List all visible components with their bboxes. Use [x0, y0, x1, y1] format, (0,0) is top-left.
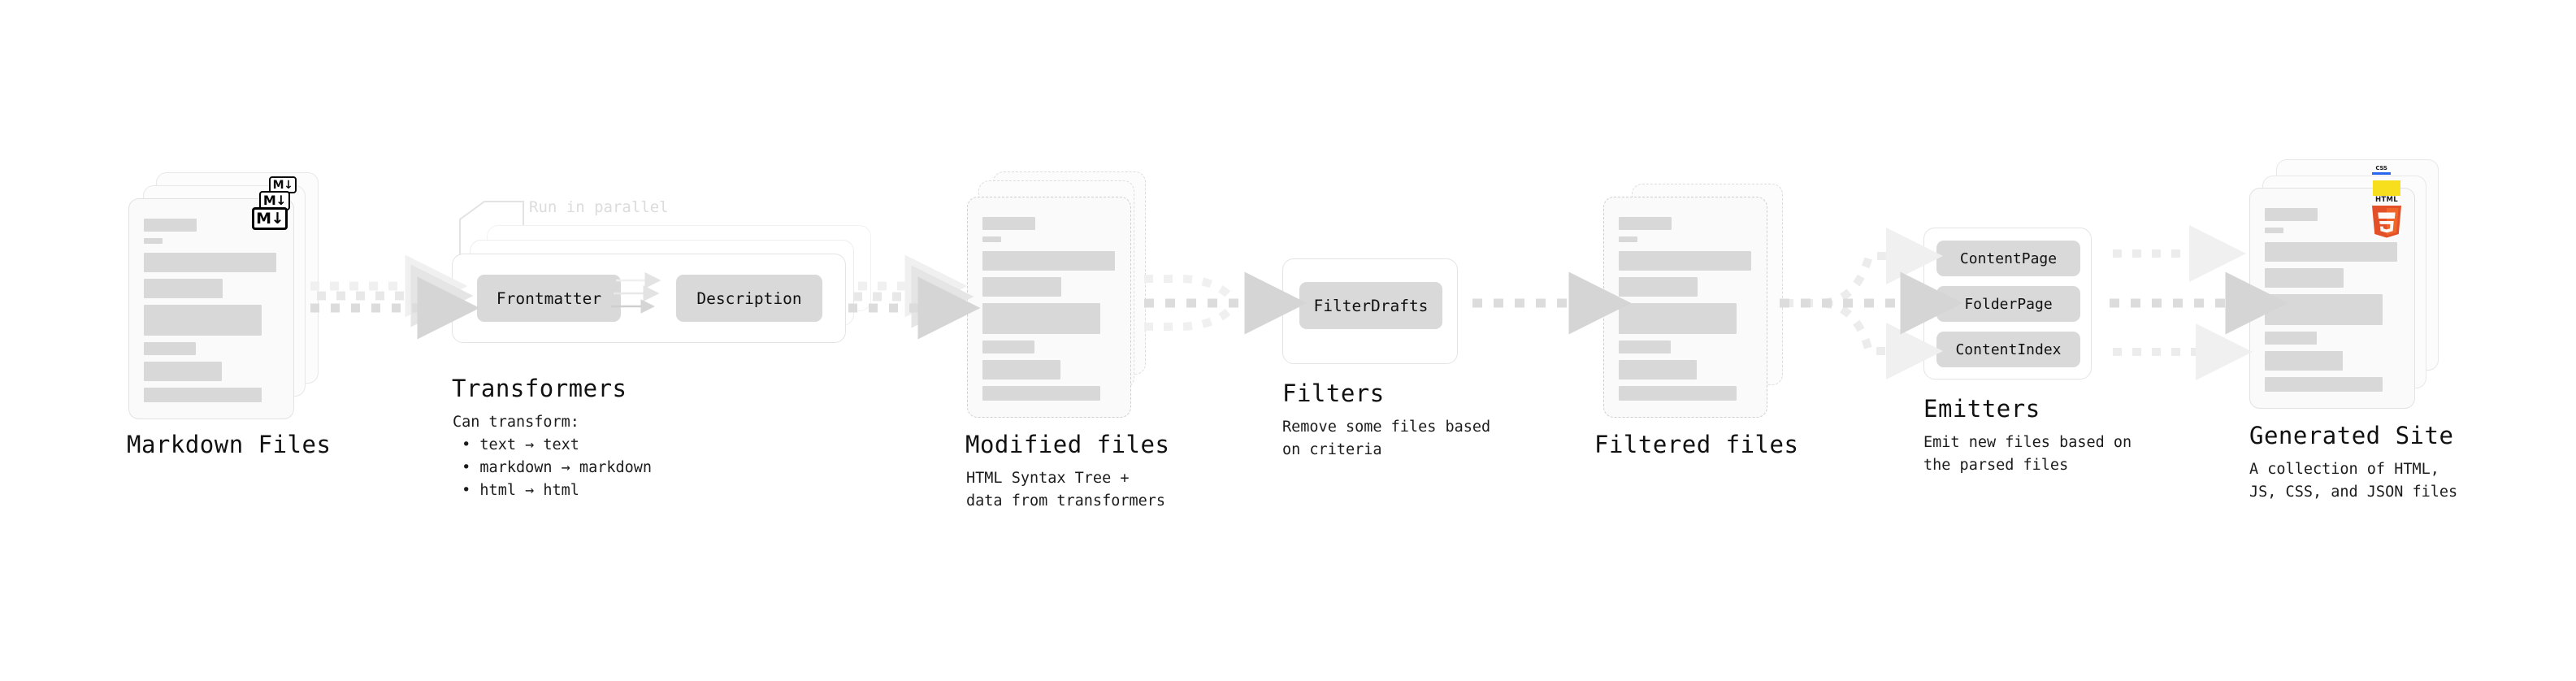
doc-line: [144, 388, 262, 402]
stage-desc-generated-site: A collection of HTML, JS, CSS, and JSON …: [2249, 461, 2458, 501]
doc-line: [982, 303, 1100, 334]
doc-line: [982, 340, 1034, 354]
transformer-node-description[interactable]: Description: [676, 275, 822, 322]
doc-line: [982, 236, 1001, 242]
stage-title-modified-files: Modified files: [965, 431, 1170, 458]
doc-line: [2265, 242, 2397, 262]
connector-markdown-to-transformers: [310, 254, 480, 340]
doc-line: [1619, 236, 1637, 242]
doc-line: [144, 362, 222, 381]
doc-line: [2265, 268, 2344, 288]
doc-line: [982, 386, 1100, 401]
stage-title-generated-site: Generated Site: [2249, 422, 2454, 449]
doc-line: [1619, 217, 1672, 230]
emitters-group: ContentPage FolderPage ContentIndex: [1923, 228, 2092, 380]
markdown-file-card-front: [128, 198, 294, 419]
emitter-node-folderpage[interactable]: FolderPage: [1936, 286, 2080, 322]
run-in-parallel-label: Run in parallel: [529, 198, 669, 216]
modified-file-card-front: [967, 197, 1131, 418]
stage-desc-emitters: Emit new files based on the parsed files: [1923, 434, 2132, 475]
stage-desc-modified-files: HTML Syntax Tree + data from transformer…: [966, 470, 1166, 510]
svg-text:HTML: HTML: [2375, 196, 2398, 204]
stage-title-filters: Filters: [1282, 380, 1385, 407]
doc-line: [144, 305, 262, 336]
doc-line: [144, 342, 196, 355]
stage-title-emitters: Emitters: [1923, 395, 2040, 423]
doc-line: [1619, 277, 1698, 297]
doc-line: [2265, 351, 2343, 371]
connector-emitters-to-site: [2110, 225, 2288, 380]
filters-group: FilterDrafts: [1282, 258, 1458, 364]
doc-line: [144, 253, 276, 272]
emitter-node-contentpage[interactable]: ContentPage: [1936, 241, 2080, 276]
doc-line: [982, 360, 1060, 380]
stage-title-markdown-files: Markdown Files: [127, 431, 332, 458]
css-badge-underline: [2372, 172, 2391, 175]
html5-logo-svg: HTML: [2372, 196, 2401, 238]
doc-line: [144, 219, 197, 232]
doc-line: [2265, 208, 2318, 221]
doc-line: [2265, 377, 2383, 392]
doc-line: [1619, 251, 1751, 271]
stage-title-transformers: Transformers: [452, 375, 627, 402]
markdown-badge-front: M↓: [252, 207, 288, 230]
transformer-node-frontmatter[interactable]: Frontmatter: [477, 275, 621, 322]
stage-title-filtered-files: Filtered files: [1594, 431, 1799, 458]
stage-desc-transformers: Can transform: • text → text • markdown …: [453, 414, 653, 500]
doc-line: [2265, 332, 2317, 345]
doc-line: [982, 277, 1061, 297]
transformer-group-front: Frontmatter Description: [452, 254, 846, 343]
doc-line: [144, 279, 223, 298]
doc-line: [982, 251, 1115, 271]
filter-node-filterdrafts[interactable]: FilterDrafts: [1299, 282, 1442, 329]
css-badge-label: CSS: [2375, 165, 2387, 171]
css3-badge: CSS: [2372, 166, 2391, 175]
connector-modified-to-filters: [1144, 271, 1308, 335]
doc-line: [1619, 386, 1737, 401]
javascript-badge: [2373, 180, 2400, 196]
doc-line: [144, 238, 163, 244]
emitter-node-contentindex[interactable]: ContentIndex: [1936, 332, 2080, 367]
doc-line: [2265, 294, 2383, 325]
doc-line: [982, 217, 1035, 230]
doc-line: [2265, 228, 2283, 233]
doc-line: [1619, 303, 1737, 334]
stage-desc-filters: Remove some files based on criteria: [1282, 419, 1491, 459]
doc-line: [1619, 360, 1697, 380]
connector-filtered-to-emitters: [1780, 228, 1963, 380]
doc-line: [1619, 340, 1671, 354]
html5-badge: HTML: [2366, 194, 2408, 240]
filtered-file-card-front: [1603, 197, 1767, 418]
